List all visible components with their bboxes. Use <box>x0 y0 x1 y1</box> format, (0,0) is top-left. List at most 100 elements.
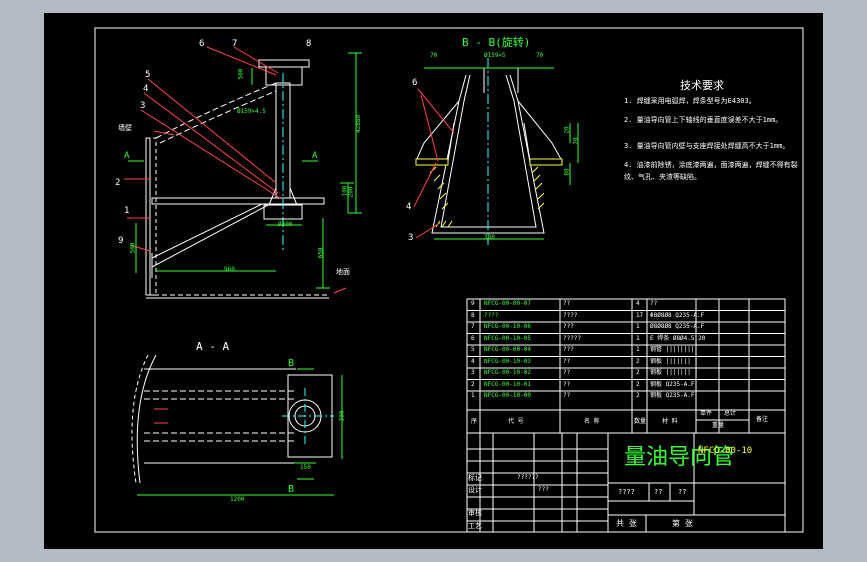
tb-sheet-no: 第 张 <box>672 519 693 528</box>
bom-cell-material: 钢管 |||||||| <box>650 346 695 353</box>
balloon-4: 4 <box>143 84 149 94</box>
bom-cell-code: NFCG-00-10-00 <box>484 392 531 399</box>
aa-dim-width: 150 <box>300 464 311 471</box>
drawing-number: NFCG-00-10 <box>698 446 753 456</box>
drawing-title: 量油导向管 <box>624 445 735 470</box>
bom-cell-no: 9 <box>471 300 475 307</box>
bom-cell-material: 钢板 Q235-A.F <box>650 380 695 388</box>
bom-cell-qty: 2 <box>636 392 640 399</box>
inner-frame <box>94 27 804 533</box>
bom-cell-material: E 焊条 Ø8Ø4.5 20 <box>650 334 706 342</box>
section-aa-title: A - A <box>196 340 230 353</box>
dim-top: 500 <box>237 68 245 80</box>
bom-header-unit: 单件 <box>700 410 713 417</box>
bom-header-no: 序 <box>471 418 478 425</box>
bom-table <box>466 298 786 433</box>
bom-cell-no: 2 <box>471 380 475 388</box>
bom-cell-no: 4 <box>471 357 475 365</box>
tb-cell-4: ?? <box>654 488 663 496</box>
tech-req-title: 技术要求 <box>680 79 724 92</box>
bom-header-code: 代 号 <box>508 418 524 425</box>
bom-cell-material: ?? <box>650 300 658 307</box>
bom-cell-name: ?? <box>563 300 571 307</box>
bom-cell-qty: 1 <box>636 334 640 342</box>
bom-cell-material: Φ8Ø8Ø8 Q235-A.F <box>650 311 705 319</box>
bb-dim-side1: 20 <box>563 126 571 134</box>
bom-cell-code: NFCG-00-10-06 <box>484 323 531 330</box>
balloon-1: 1 <box>124 206 130 216</box>
bom-cell-name: ?? <box>563 380 571 388</box>
balloon-8: 8 <box>306 39 312 49</box>
bom-cell-qty: 1 <box>636 346 640 353</box>
label-floor: 地面 <box>336 268 350 276</box>
bb-dim-top-dia: Ø159×5 <box>484 52 506 59</box>
bom-cell-name: ??? <box>563 323 574 330</box>
dim-reach: 960 <box>224 266 235 273</box>
dim-lower: 650 <box>317 247 325 259</box>
tb-cell-2: ??? <box>538 486 549 493</box>
bom-cell-name: ????? <box>563 334 582 342</box>
tb-row-design: 设计 <box>468 486 482 494</box>
dim-height: 42880 <box>355 114 363 134</box>
bom-cell-no: 3 <box>471 369 475 376</box>
tb-sheet-total: 共 张 <box>616 519 637 528</box>
bom-cell-material: 钢板 Q235-A.F <box>650 392 695 399</box>
bom-cell-name: ?? <box>563 357 571 365</box>
bom-cell-material: 钢板 ||||||| | <box>650 357 699 365</box>
bom-cell-name: ??? <box>563 346 574 353</box>
bom-header-weight: 重量 <box>712 422 725 429</box>
dim-wall: 500 <box>129 242 137 254</box>
balloon-6: 6 <box>199 39 205 49</box>
balloon-9: 9 <box>118 236 124 246</box>
bom-cell-name: ?? <box>563 392 571 399</box>
dim-base-dia: Ø300 <box>278 221 293 228</box>
dim-cone: 200 <box>347 186 355 198</box>
bom-cell-qty: 1 <box>636 323 640 330</box>
balloon-7: 7 <box>232 39 238 49</box>
bb-dim-side3: 80 <box>563 168 571 176</box>
section-mark-a-right: A <box>312 151 318 161</box>
bom-header-total: 总计 <box>724 410 737 417</box>
bom-cell-qty: 2 <box>636 357 640 365</box>
dim-pipe-dia: Ø159×4.5 <box>237 108 266 115</box>
bom-cell-code: NFCG-00-10-02 <box>484 369 531 376</box>
bb-dim-left: 70 <box>430 52 438 59</box>
bb-balloon-3: 3 <box>408 233 414 243</box>
tb-cell-3: ???? <box>618 488 635 496</box>
bom-cell-no: 6 <box>471 334 475 342</box>
bom-cell-name: ???? <box>563 311 578 319</box>
bom-cell-code: NFCG-00-10-01 <box>484 380 531 388</box>
bom-cell-code: NFCG-00-10-03 <box>484 357 531 365</box>
bom-cell-code: NFCG-00-00-04 <box>484 346 531 353</box>
bom-cell-material: 钢板 ||||||| | <box>650 369 699 376</box>
aa-dim-length: 1200 <box>230 496 245 503</box>
bom-cell-no: 1 <box>471 392 475 399</box>
bom-cell-no: 5 <box>471 346 475 353</box>
tb-row-process: 工艺 <box>468 522 482 530</box>
front-view <box>124 46 362 299</box>
aa-dim-height: 300 <box>338 410 346 422</box>
tech-req-item-1: 1. 焊缝采用电弧焊，焊条型号为E4303。 <box>624 97 756 105</box>
bom-cell-qty: 4 <box>636 300 640 307</box>
bb-dim-side2: 70 <box>572 137 580 145</box>
tb-row-mark: 标记 <box>468 474 482 482</box>
drawing-sheet: 6 7 8 5 4 3 2 1 9 Ø159×4.5 Ø300 960 500 … <box>44 13 823 549</box>
balloon-3: 3 <box>140 101 146 111</box>
bom-cell-name: ?? <box>563 369 571 376</box>
tech-req-item-3: 3. 量油导向管内壁与支座焊接处焊缝高不大于1mm。 <box>624 142 790 150</box>
tb-cell-5: ?? <box>678 488 687 496</box>
bom-cell-material: Ø8Ø8Ø8 Q235-A.F <box>650 323 705 330</box>
bom-cell-code: NFCG-00-10-05 <box>484 334 531 342</box>
balloon-2: 2 <box>115 178 121 188</box>
title-block <box>466 409 786 533</box>
bom-header-remark: 备注 <box>756 416 769 423</box>
tb-row-check: 审核 <box>468 509 482 517</box>
balloon-5: 5 <box>145 70 151 80</box>
bom-cell-no: 7 <box>471 323 475 330</box>
bom-header-material: 材 料 <box>662 418 678 425</box>
aa-mark-b-top: B <box>288 358 295 369</box>
section-bb-view <box>413 58 579 245</box>
bom-cell-qty: 2 <box>636 369 640 376</box>
bom-cell-qty: 2 <box>636 380 640 388</box>
bb-dim-right: 70 <box>536 52 544 59</box>
